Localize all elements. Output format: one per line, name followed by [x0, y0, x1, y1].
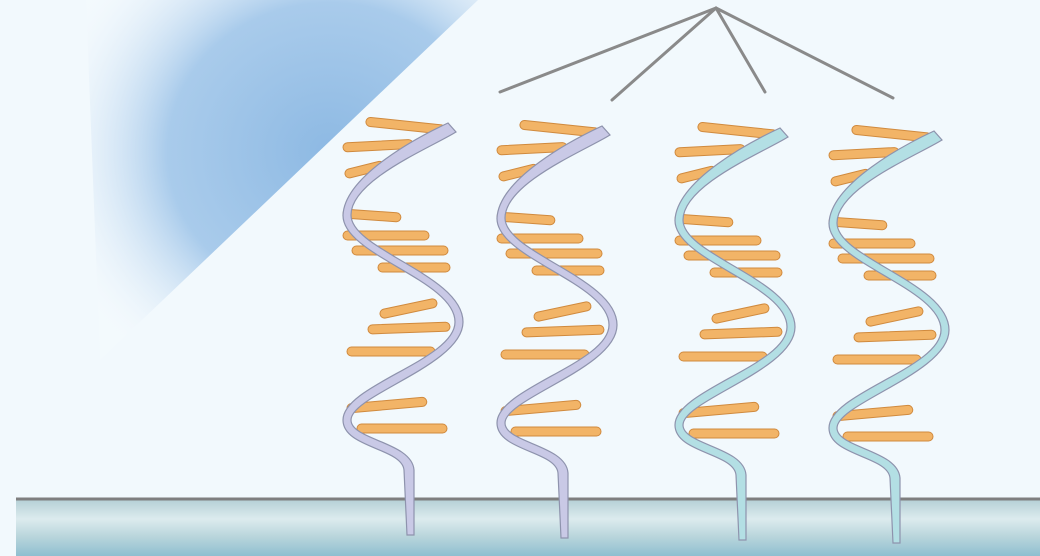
base-rung: [711, 303, 770, 324]
bracket: [498, 6, 895, 102]
base-rung: [678, 351, 768, 362]
molecule-strand-3: [674, 121, 796, 541]
base-rung: [832, 354, 922, 365]
base-rung: [379, 298, 438, 319]
substrate-surface: [16, 497, 1040, 556]
base-rung: [367, 321, 451, 335]
base-rung: [500, 349, 590, 360]
bracket-line-3: [714, 6, 767, 94]
base-rung: [510, 426, 602, 437]
light-beam: [86, 0, 478, 360]
base-rung: [853, 329, 937, 343]
molecule-strand-4: [828, 124, 950, 544]
helix-backbone: [828, 130, 950, 544]
base-rung: [842, 431, 934, 442]
base-rung: [865, 306, 924, 327]
helix-backbone: [674, 127, 796, 541]
bracket-line-2: [610, 6, 718, 102]
base-rung: [699, 326, 783, 340]
bracket-line-1: [498, 6, 718, 94]
base-rung: [356, 423, 448, 434]
base-rung: [688, 428, 780, 439]
bases: [342, 116, 451, 434]
molecule-strand-1: [342, 116, 464, 536]
helix-backbone: [342, 122, 464, 536]
base-rung: [346, 346, 436, 357]
surface-body: [16, 499, 1040, 556]
helix-backbone: [496, 125, 618, 539]
bracket-line-4: [714, 6, 895, 100]
base-rung: [521, 324, 605, 338]
base-rung: [533, 301, 592, 322]
molecule-strand-2: [496, 119, 618, 539]
